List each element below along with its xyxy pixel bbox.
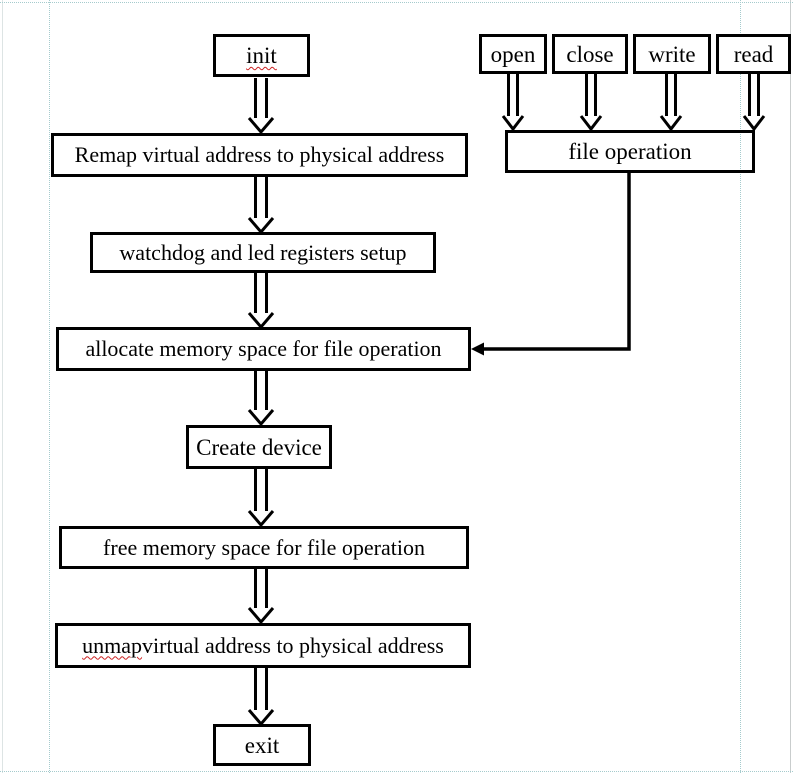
node-remap-label: Remap virtual address to physical addres… xyxy=(74,142,445,167)
node-free-memory-label: free memory space for file operation xyxy=(103,534,425,560)
canvas-left-edge-line xyxy=(2,0,3,773)
node-file-operation-label: file operation xyxy=(568,139,692,164)
right-guide-line xyxy=(740,0,741,773)
node-unmap-misspelled-word: unmap xyxy=(82,632,143,658)
node-close[interactable]: close xyxy=(552,34,628,74)
node-allocate-label: allocate memory space for file operation xyxy=(85,336,442,361)
node-watchdog-led-setup[interactable]: watchdog and led registers setup xyxy=(90,232,436,273)
flow-arrow-watchdog-to-allocate[interactable] xyxy=(247,273,275,330)
flow-arrow-write-to-fileop[interactable] xyxy=(659,74,683,132)
node-open-label: open xyxy=(490,41,536,67)
node-allocate-memory[interactable]: allocate memory space for file operation xyxy=(56,327,471,371)
node-read[interactable]: read xyxy=(716,34,791,74)
bottom-guide-line xyxy=(0,771,793,772)
flow-arrow-init-to-remap[interactable] xyxy=(247,78,275,135)
node-write-label: write xyxy=(648,41,696,67)
flow-arrow-create-to-free[interactable] xyxy=(247,469,275,528)
node-exit-label: exit xyxy=(244,732,280,758)
node-unmap-label-rest: virtual address to physical address xyxy=(142,632,444,658)
top-guide-line xyxy=(0,2,793,3)
canvas-right-edge-line xyxy=(790,0,791,773)
flow-arrow-allocate-to-create[interactable] xyxy=(247,371,275,427)
node-read-label: read xyxy=(733,41,774,67)
node-init[interactable]: init xyxy=(213,34,310,77)
flow-arrow-close-to-fileop[interactable] xyxy=(579,74,603,132)
node-file-operation[interactable]: file operation xyxy=(505,130,755,173)
node-remap-virtual-address[interactable]: Remap virtual address to physical addres… xyxy=(51,133,468,177)
node-init-label: init xyxy=(246,43,277,68)
node-write[interactable]: write xyxy=(633,34,711,74)
left-guide-line xyxy=(49,0,50,773)
flow-arrow-unmap-to-exit[interactable] xyxy=(247,668,275,727)
node-close-label: close xyxy=(566,41,614,67)
node-free-memory[interactable]: free memory space for file operation xyxy=(59,526,469,569)
connector-fileop-to-allocate[interactable] xyxy=(471,173,631,356)
node-create-device-label: Create device xyxy=(196,434,322,460)
node-watchdog-label: watchdog and led registers setup xyxy=(119,239,407,265)
flow-arrow-free-to-unmap[interactable] xyxy=(247,569,275,625)
node-unmap-virtual-address[interactable]: unmap virtual address to physical addres… xyxy=(55,623,471,668)
flow-arrow-read-to-fileop[interactable] xyxy=(742,74,766,132)
node-exit[interactable]: exit xyxy=(213,724,311,766)
node-create-device[interactable]: Create device xyxy=(186,425,332,469)
flow-arrow-open-to-fileop[interactable] xyxy=(501,74,525,132)
flow-arrow-remap-to-watchdog[interactable] xyxy=(247,177,275,235)
node-open[interactable]: open xyxy=(479,34,547,74)
